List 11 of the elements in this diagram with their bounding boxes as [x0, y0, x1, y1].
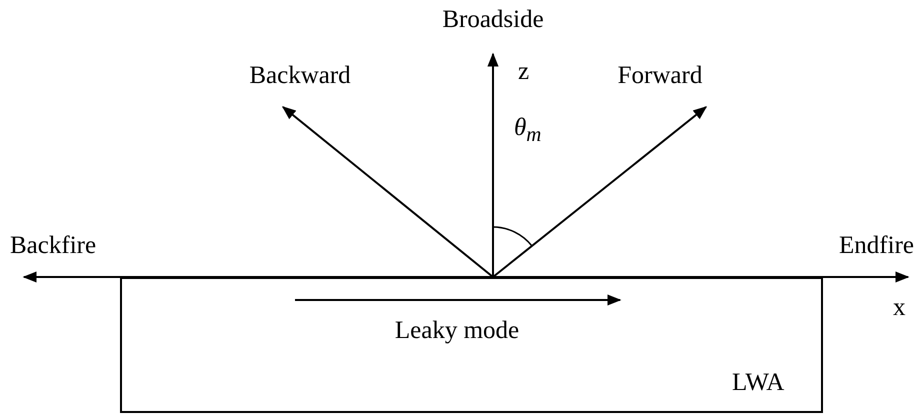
antenna-label: LWA — [732, 369, 784, 396]
direction-label: Forward — [618, 62, 702, 90]
direction-label: Backward — [249, 62, 351, 90]
mode-label: Leaky mode — [394, 317, 520, 344]
direction-label: Broadside — [442, 6, 544, 34]
angle-label: θ$_{m}$ — [514, 114, 542, 146]
antenna-box — [120, 277, 823, 413]
direction-label: Backfire — [10, 232, 96, 260]
direction-label: Endfire — [839, 232, 914, 260]
axis-label: x — [893, 294, 906, 322]
axis-label: z — [518, 58, 530, 86]
